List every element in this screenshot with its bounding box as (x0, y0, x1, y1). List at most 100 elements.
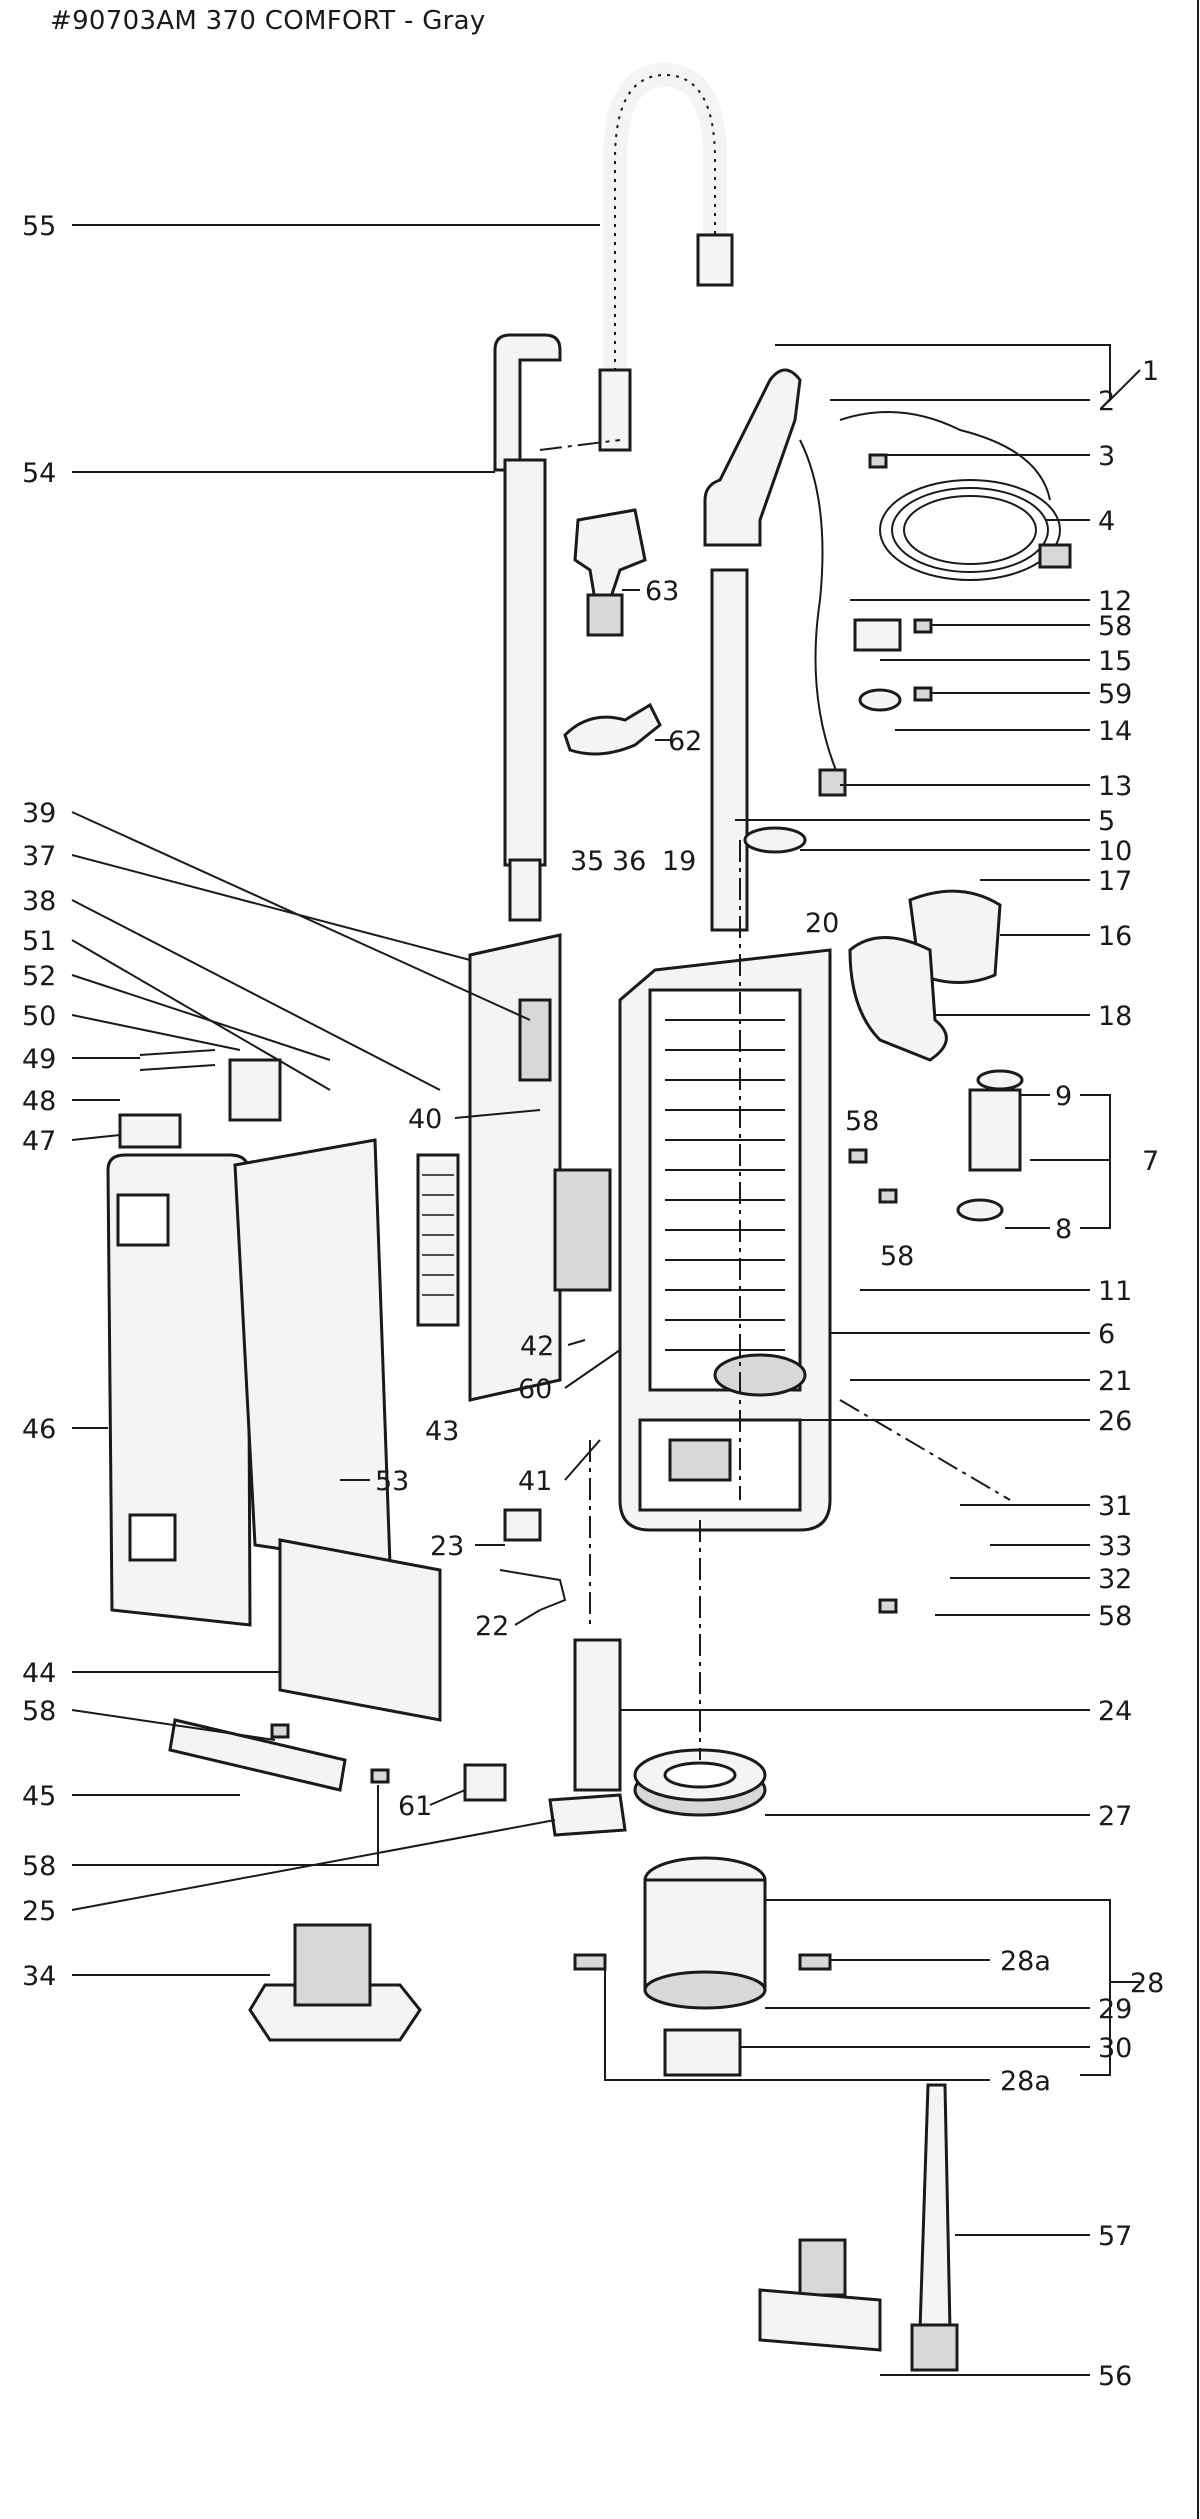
callout-12: 12 (1098, 586, 1132, 617)
callout-21: 21 (1098, 1366, 1132, 1397)
part-main-housing (618, 948, 832, 1532)
callout-10: 10 (1098, 836, 1132, 867)
leader-lines (71, 224, 1141, 2376)
part-grille-43 (416, 1153, 460, 1327)
callout-7: 7 (1142, 1146, 1159, 1177)
callout-19: 19 (662, 846, 696, 877)
part-cable-clip (858, 688, 902, 712)
part-cord (799, 411, 1072, 781)
callout-28: 28 (1130, 1968, 1164, 1999)
callout-58: 58 (22, 1696, 56, 1727)
callout-31: 31 (1098, 1491, 1132, 1522)
callout-16: 16 (1098, 921, 1132, 952)
callout-54: 54 (22, 458, 56, 489)
callout-58: 58 (1098, 611, 1132, 642)
callout-labels: 55 54 39 37 38 51 52 50 49 48 47 46 44 5… (22, 211, 1164, 2392)
part-upholstery-brush (573, 508, 647, 637)
callout-59: 59 (1098, 679, 1132, 710)
callout-53: 53 (375, 1466, 409, 1497)
parts-layer (106, 62, 1072, 2372)
callout-44: 44 (22, 1658, 56, 1689)
callout-45: 45 (22, 1781, 56, 1812)
callout-8: 8 (1055, 1214, 1072, 1245)
callout-23: 23 (430, 1531, 464, 1562)
callout-40: 40 (408, 1104, 442, 1135)
callout-13: 13 (1098, 771, 1132, 802)
callout-52: 52 (22, 961, 56, 992)
callout-37: 37 (22, 841, 56, 872)
callout-27: 27 (1098, 1801, 1132, 1832)
callout-26: 26 (1098, 1406, 1132, 1437)
callout-5: 5 (1098, 806, 1115, 837)
part-ring-9 (976, 1069, 1024, 1091)
callout-11: 11 (1098, 1276, 1132, 1307)
part-valve (968, 1088, 1022, 1172)
part-cartridge-34 (248, 1923, 422, 2042)
callout-58-inner: 58 (845, 1106, 879, 1137)
part-lower-cover-44 (278, 1538, 442, 1722)
callout-58: 58 (1098, 1601, 1132, 1632)
callout-33: 33 (1098, 1531, 1132, 1562)
part-handle-left (493, 333, 562, 922)
callout-43: 43 (425, 1416, 459, 1447)
callout-36: 36 (612, 846, 646, 877)
part-cover-16 (908, 889, 1002, 984)
part-crevice-57 (918, 2083, 952, 2332)
part-motor-28 (573, 1856, 832, 2077)
callout-55: 55 (22, 211, 56, 242)
callout-51: 51 (22, 926, 56, 957)
callout-39: 39 (22, 798, 56, 829)
part-latch-cluster (118, 1049, 282, 1149)
callout-56: 56 (1098, 2361, 1132, 2392)
callout-34: 34 (22, 1961, 56, 1992)
callout-28a: 28a (1000, 1946, 1051, 1977)
callout-63: 63 (645, 576, 679, 607)
callout-48: 48 (22, 1086, 56, 1117)
part-hose (598, 62, 734, 452)
callout-1: 1 (1142, 356, 1159, 387)
callout-38: 38 (22, 886, 56, 917)
callout-17: 17 (1098, 866, 1132, 897)
callout-58-inner-b: 58 (880, 1241, 914, 1272)
callout-28a: 28a (1000, 2066, 1051, 2097)
callout-46: 46 (22, 1414, 56, 1445)
callout-22: 22 (475, 1611, 509, 1642)
callout-4: 4 (1098, 506, 1115, 537)
callout-60: 60 (518, 1374, 552, 1405)
callout-62: 62 (668, 726, 702, 757)
callout-50: 50 (22, 1001, 56, 1032)
part-handle-right (703, 368, 802, 932)
callout-9: 9 (1055, 1081, 1072, 1112)
part-front-cover-46 (106, 1153, 252, 1627)
callout-61: 61 (398, 1791, 432, 1822)
callout-47: 47 (22, 1126, 56, 1157)
callout-42: 42 (520, 1331, 554, 1362)
part-switch-23 (503, 1508, 542, 1542)
part-filter-42 (553, 1168, 612, 1292)
callout-25: 25 (22, 1896, 56, 1927)
screws (270, 453, 933, 1784)
part-elbow-18 (848, 936, 948, 1062)
callout-6: 6 (1098, 1319, 1115, 1350)
part-connector (818, 768, 847, 797)
part-filter-ring-27 (633, 1748, 767, 1817)
callout-3: 3 (1098, 441, 1115, 472)
part-upholstery-56 (758, 2238, 882, 2352)
callout-32: 32 (1098, 1564, 1132, 1595)
part-crevice-tip (910, 2323, 959, 2372)
part-clip (563, 702, 662, 756)
callout-18: 18 (1098, 1001, 1132, 1032)
callout-41: 41 (518, 1466, 552, 1497)
callout-57: 57 (1098, 2221, 1132, 2252)
callout-49: 49 (22, 1044, 56, 1075)
part-spring-22 (499, 1569, 567, 1611)
part-ring-8 (956, 1198, 1004, 1222)
part-bag-53 (233, 1138, 392, 1567)
callout-14: 14 (1098, 716, 1132, 747)
callout-20: 20 (805, 908, 839, 939)
part-base-25 (548, 1793, 627, 1837)
callout-15: 15 (1098, 646, 1132, 677)
part-inner-frame (468, 933, 562, 1402)
callout-2: 2 (1098, 386, 1115, 417)
